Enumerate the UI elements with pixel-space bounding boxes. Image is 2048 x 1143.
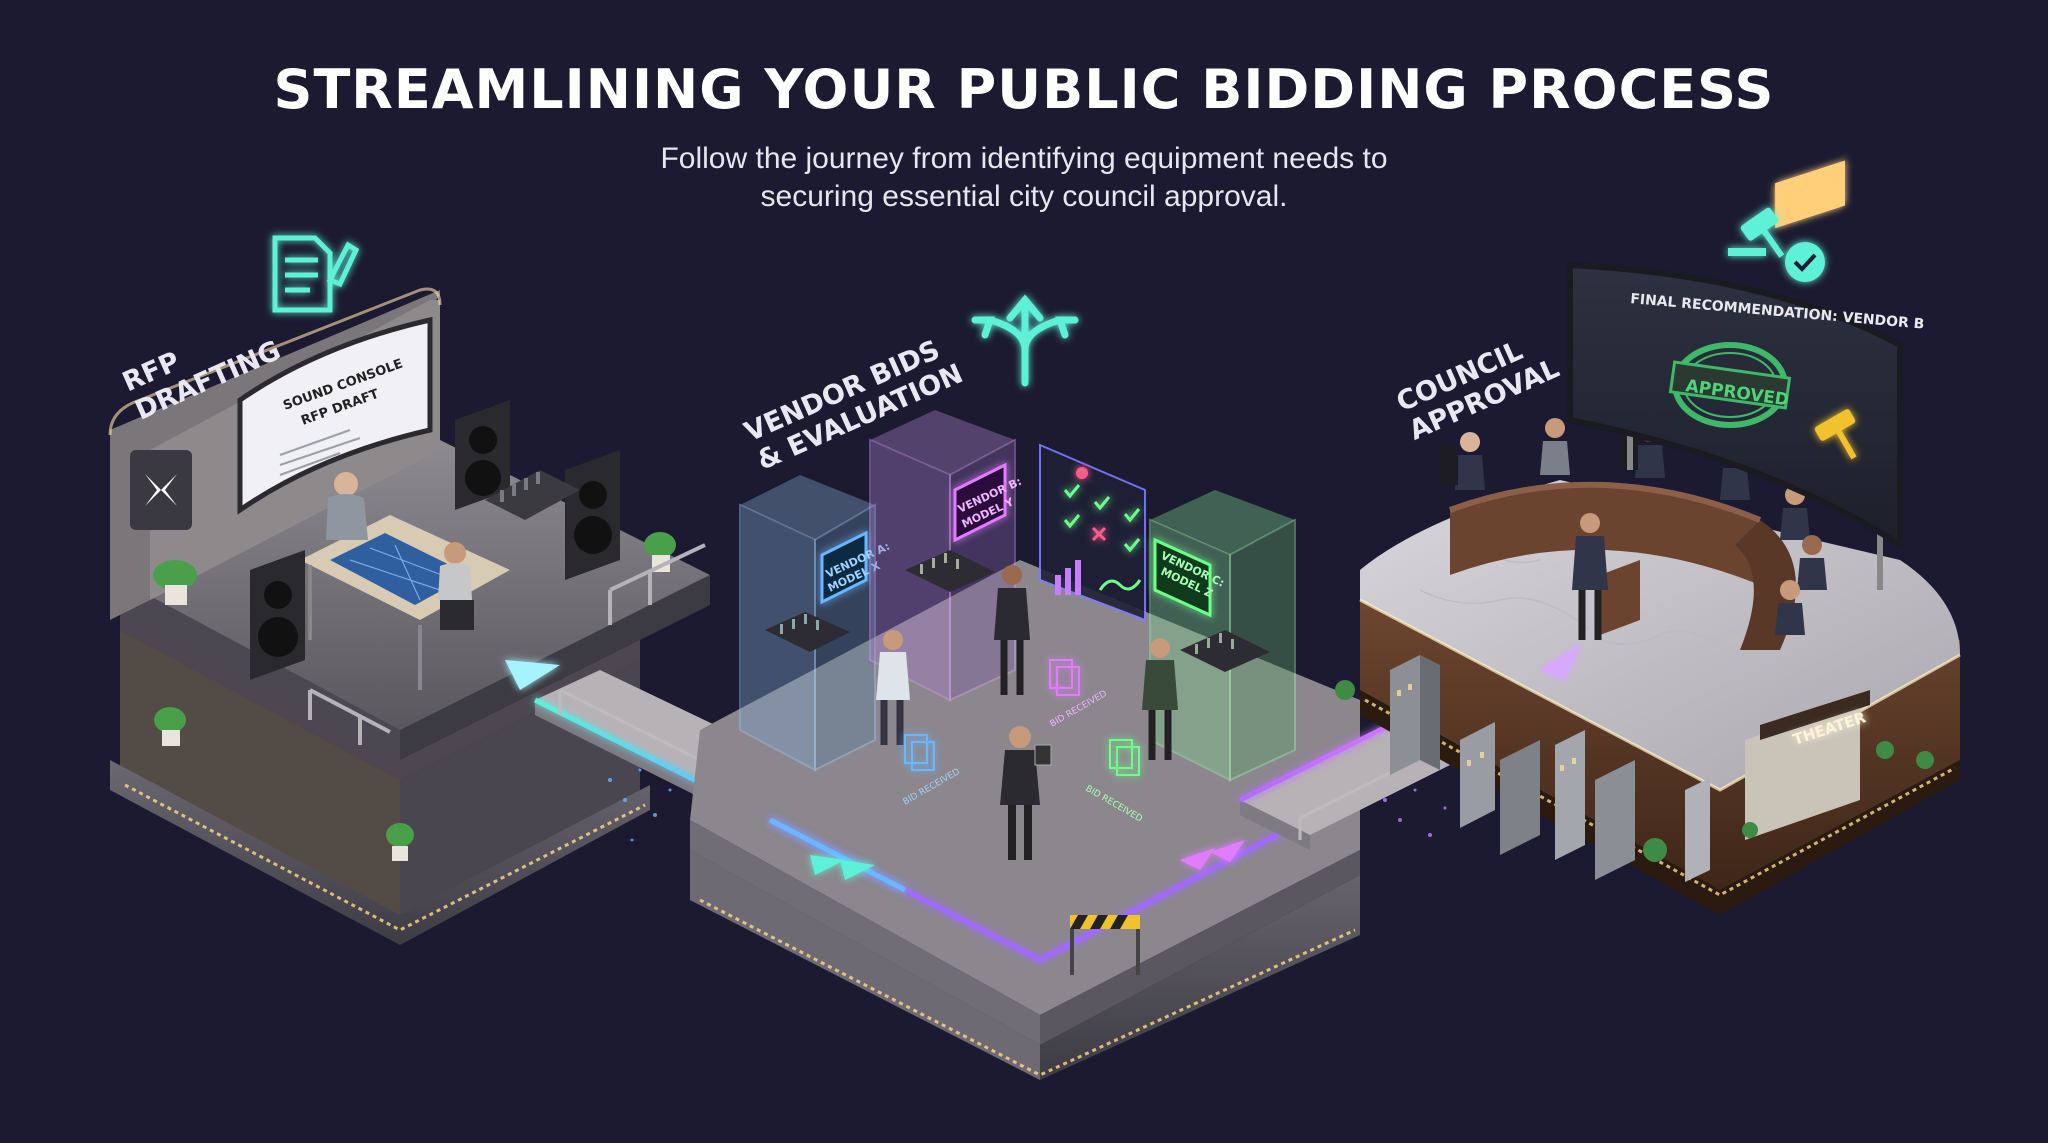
council-platform: FINAL RECOMMENDATION: VENDOR B APPROVED xyxy=(1335,160,1961,915)
city-skyline xyxy=(1390,655,1710,882)
vendor-booth-c: VENDOR C: MODEL Z xyxy=(1149,490,1296,782)
page-subtitle: Follow the journey from identifying equi… xyxy=(0,140,2048,216)
vendor-evaluators xyxy=(876,565,1178,860)
rfp-drafting-platform: SOUND CONSOLE RFP DRAFT xyxy=(108,287,710,945)
vendor-platform xyxy=(690,560,1360,1080)
gavel-check-icon xyxy=(1728,207,1825,282)
document-pen-icon xyxy=(272,235,360,313)
page-title: STREAMLINING YOUR PUBLIC BIDDING PROCESS xyxy=(273,58,1775,121)
theater-building: THEATER xyxy=(1745,160,1870,840)
evaluation-matrix-panel xyxy=(1039,443,1146,622)
subtitle-line-2: securing essential city council approval… xyxy=(760,180,1288,213)
branching-arrows-icon xyxy=(971,294,1079,387)
vendor-booth-a: VENDOR A: MODEL X xyxy=(739,475,892,772)
subtitle-line-1: Follow the journey from identifying equi… xyxy=(660,142,1388,175)
